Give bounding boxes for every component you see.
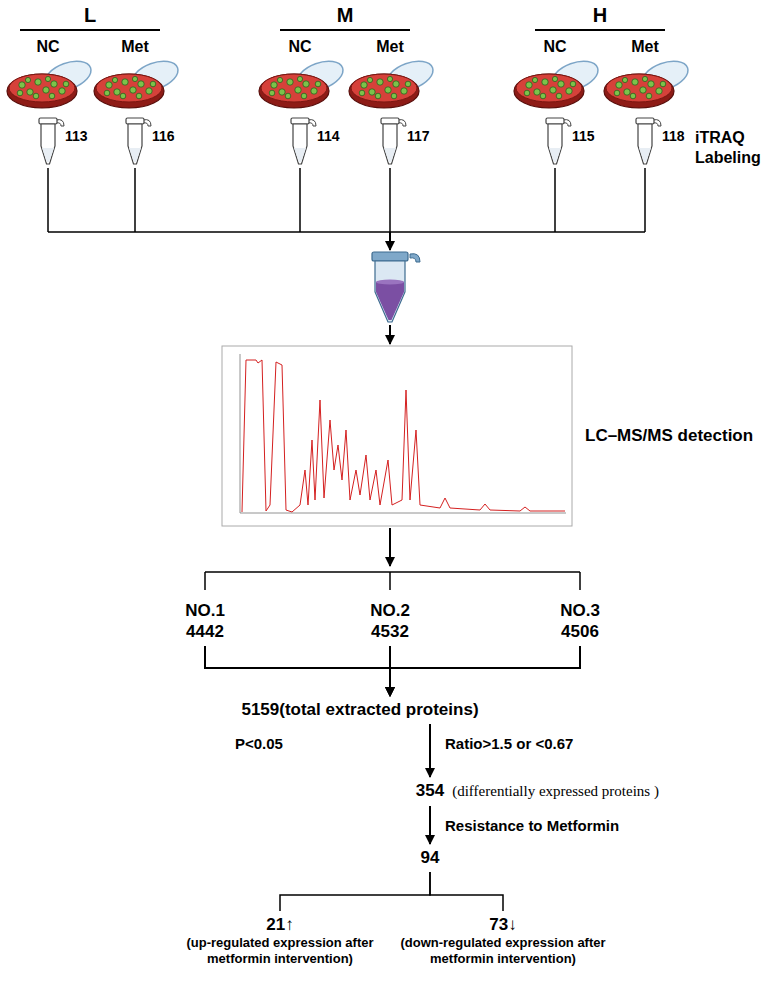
- sample-tube: [126, 118, 151, 164]
- up-count: 21↑(up-regulated expression after metfor…: [173, 912, 388, 969]
- sample-tube: [291, 118, 316, 164]
- petri-dish: [604, 56, 692, 108]
- condition-label: Met: [376, 38, 404, 56]
- chromatogram: [222, 346, 572, 526]
- condition-label: NC: [288, 38, 311, 56]
- total-count: 5159(total extracted proteins): [237, 697, 482, 722]
- flow-connector: [280, 872, 430, 911]
- sample-count: NO.24532: [366, 598, 414, 644]
- count-caption: 4532: [370, 621, 410, 642]
- count-value: 5159(total extracted proteins): [241, 699, 478, 720]
- condition-label: NC: [543, 38, 566, 56]
- step-label: iTRAQ Labeling: [695, 128, 773, 168]
- count-value: 21↑: [177, 914, 384, 935]
- flow-arrow: [389, 528, 391, 566]
- count-caption: (down-regulated expression after metform…: [400, 935, 607, 967]
- itraq-tag: 118: [662, 128, 685, 144]
- count-value: 94: [421, 847, 440, 868]
- flow-connector: [429, 724, 431, 777]
- split-bracket: [205, 572, 580, 590]
- sample-tube: [39, 118, 64, 164]
- group-label: M: [337, 4, 354, 27]
- down-count: 73↓(down-regulated expression after metf…: [396, 912, 611, 969]
- step-label: P<0.05: [235, 735, 283, 752]
- sample-count: NO.14442: [181, 598, 229, 644]
- petri-dish: [259, 56, 347, 108]
- resistance-count: 94: [417, 845, 444, 870]
- pooled-tube: [372, 252, 420, 322]
- count-value: NO.3: [560, 600, 600, 621]
- group-label: H: [593, 4, 607, 27]
- condition-label: Met: [631, 38, 659, 56]
- group-bar: [535, 29, 665, 31]
- condition-label: NC: [36, 38, 59, 56]
- petri-dish: [94, 56, 182, 108]
- itraq-tag: 117: [407, 128, 430, 144]
- count-value: NO.1: [185, 600, 225, 621]
- petri-dish: [349, 56, 437, 108]
- flow-connector: [430, 872, 503, 911]
- count-value: 354: [416, 780, 444, 801]
- edge-label: Resistance to Metformin: [442, 817, 622, 834]
- sample-tube: [381, 118, 406, 164]
- flow-arrow: [389, 325, 391, 344]
- itraq-tag: 114: [317, 128, 340, 144]
- sample-tube: [546, 118, 571, 164]
- count-value: NO.2: [370, 600, 410, 621]
- group-bar: [20, 29, 160, 31]
- sample-tube: [636, 118, 661, 164]
- group-label: L: [84, 4, 96, 27]
- count-caption: (differentially expressed proteins ): [452, 781, 659, 802]
- itraq-tag: 115: [572, 128, 595, 144]
- itraq-tag: 116: [152, 128, 175, 144]
- flow-arrow: [389, 232, 391, 250]
- group-bar: [280, 29, 410, 31]
- condition-label: Met: [121, 38, 149, 56]
- petri-dish: [7, 56, 95, 108]
- count-value: 73↓: [400, 914, 607, 935]
- pool-lines: [48, 168, 645, 232]
- differential-count: 354 (differentially expressed proteins ): [412, 778, 663, 804]
- count-caption: 4442: [185, 621, 225, 642]
- count-caption: 4506: [560, 621, 600, 642]
- step-label: Ratio>1.5 or <0.67: [445, 735, 573, 752]
- flow-connector: [390, 646, 580, 696]
- sample-count: NO.34506: [556, 598, 604, 644]
- flow-connector: [429, 806, 431, 844]
- petri-dish: [514, 56, 602, 108]
- count-caption: (up-regulated expression after metformin…: [177, 935, 384, 967]
- flow-connector: [205, 646, 390, 696]
- step-label: LC–MS/MS detection: [585, 426, 753, 446]
- itraq-tag: 113: [65, 128, 88, 144]
